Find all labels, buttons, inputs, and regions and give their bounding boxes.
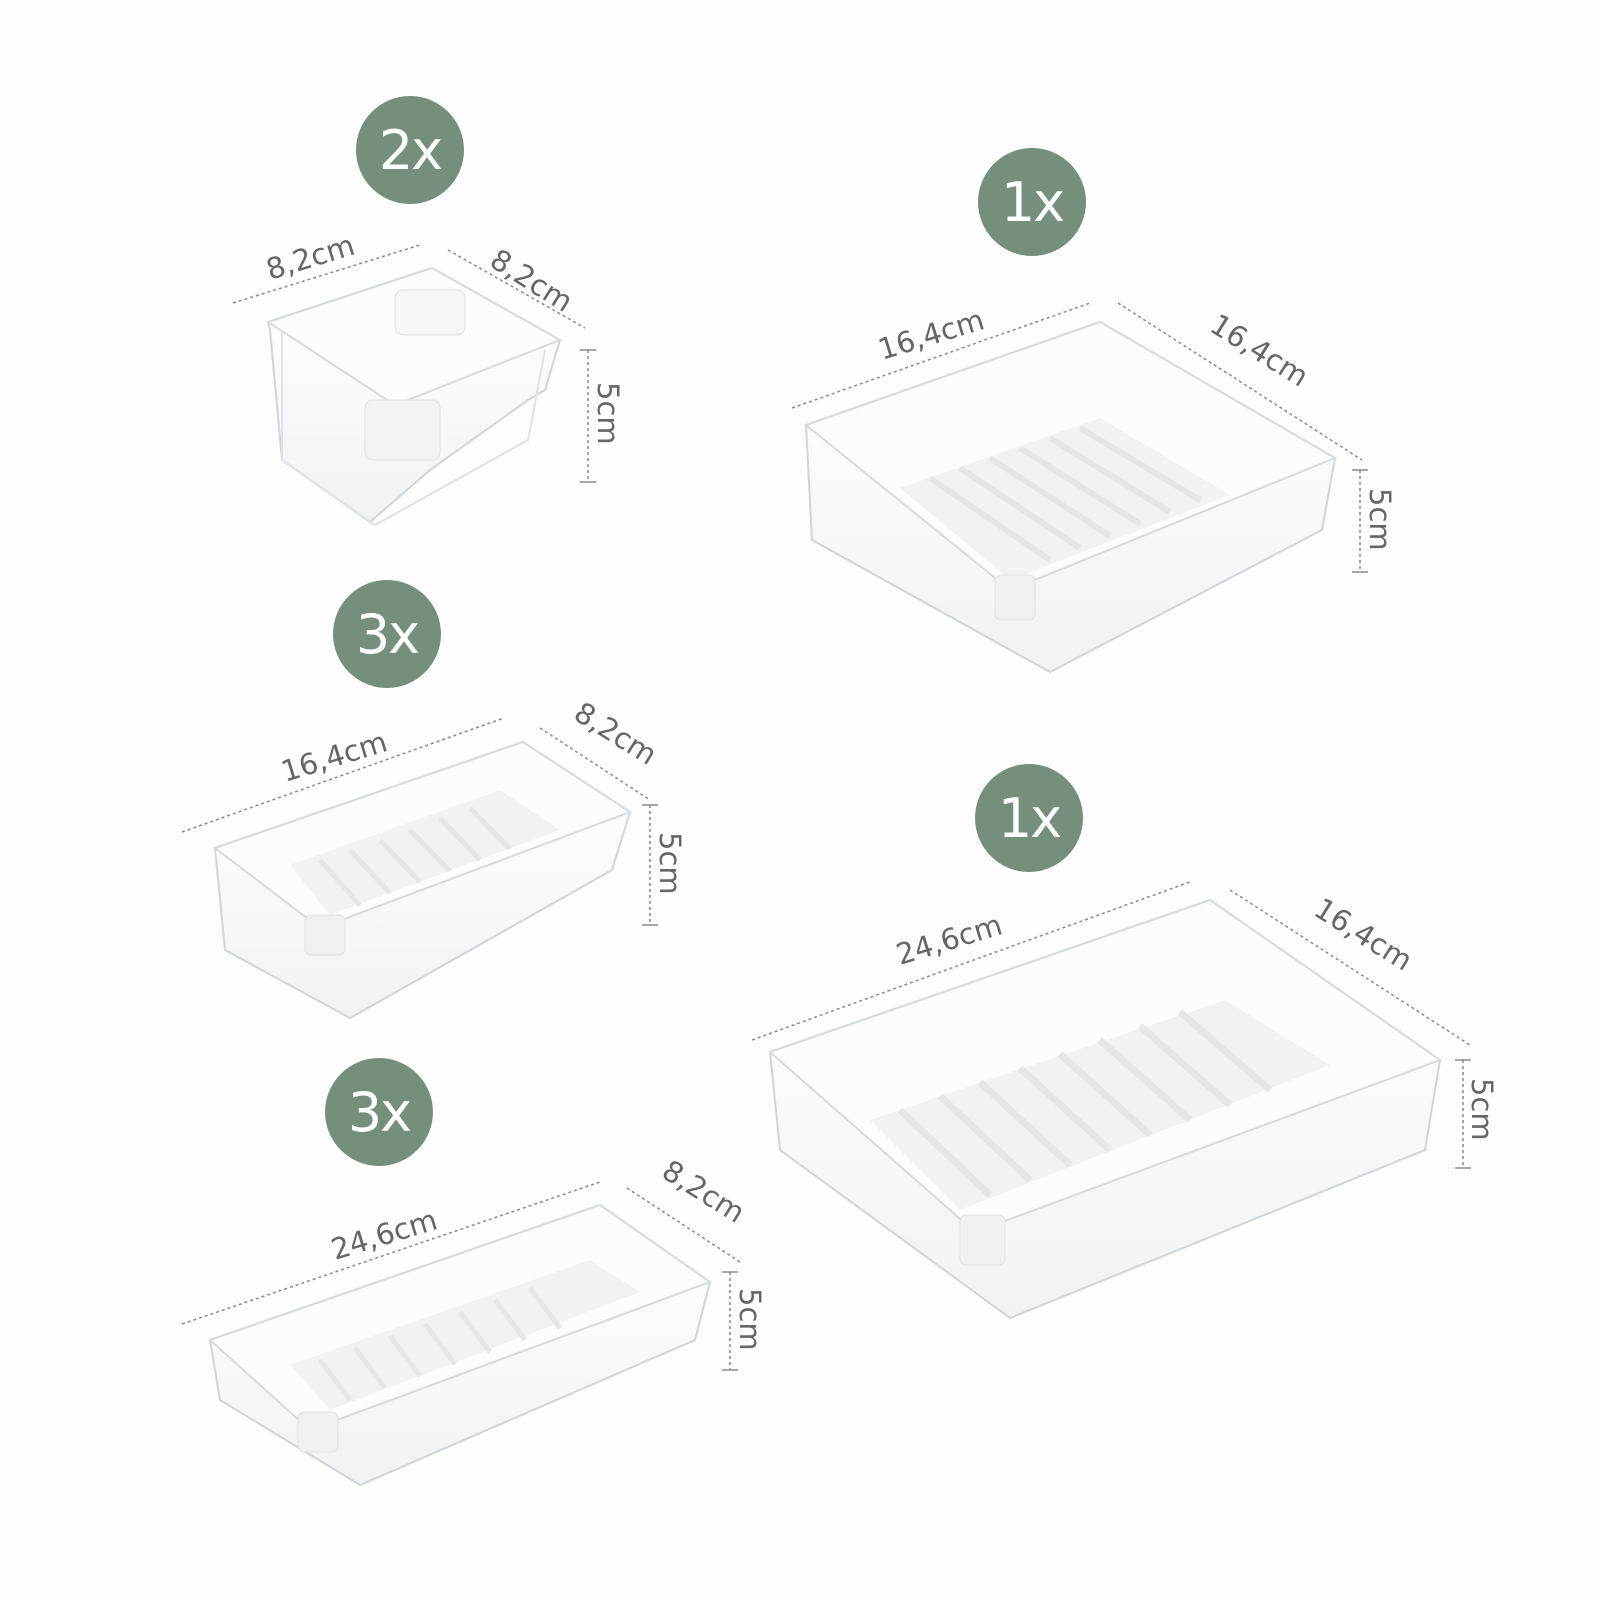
organizer-long-rect <box>208 1203 713 1487</box>
quantity-badge-2: 1x <box>978 148 1086 256</box>
organizer-1-width-label: 8,2cm <box>262 228 358 287</box>
organizer-medium-rect <box>212 740 633 1020</box>
quantity-badge-4: 1x <box>975 764 1083 872</box>
organizer-small-square <box>265 266 563 527</box>
organizer-2-depth-label: 16,4cm <box>1204 307 1314 393</box>
organizer-3-height-label: 5cm <box>653 832 687 895</box>
organizer-5-height-label: 5cm <box>733 1288 767 1351</box>
organizer-2-width-label: 16,4cm <box>874 302 988 366</box>
organizer-5-depth-label: 8,2cm <box>656 1153 751 1230</box>
organizer-large-rect <box>768 898 1443 1320</box>
quantity-badge-3: 3x <box>333 580 441 688</box>
organizer-5-width-label: 24,6cm <box>327 1202 441 1266</box>
quantity-badge-5: 3x <box>325 1058 433 1166</box>
organizer-4-height-label: 5cm <box>1465 1078 1499 1141</box>
organizer-3-width-label: 16,4cm <box>277 724 391 788</box>
organizer-1-height-label: 5cm <box>591 382 625 445</box>
dimension-lines <box>181 244 1471 1370</box>
quantity-badge-1: 2x <box>356 96 464 204</box>
organizer-3-depth-label: 8,2cm <box>568 695 663 772</box>
organizer-2-height-label: 5cm <box>1363 488 1397 551</box>
organizer-medium-square <box>803 320 1338 674</box>
organizer-4-depth-label: 16,4cm <box>1308 891 1418 977</box>
organizer-4-width-label: 24,6cm <box>892 907 1006 971</box>
dimension-ticks <box>580 349 1471 1371</box>
